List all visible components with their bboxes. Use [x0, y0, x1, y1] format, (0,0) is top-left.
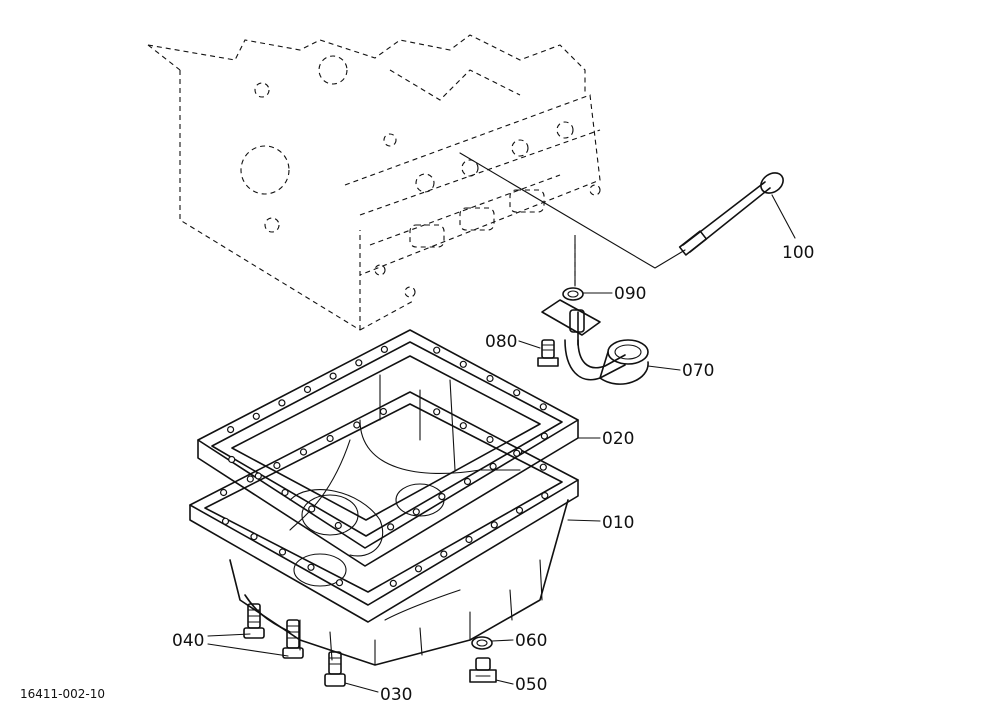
bolt-hole [389, 579, 397, 588]
bolt-hole [459, 422, 467, 430]
bolt-080 [537, 339, 559, 367]
bolt-hole [246, 475, 254, 483]
leader-lines [207, 194, 796, 693]
bolt-hole [254, 472, 262, 480]
bolt-hole [308, 505, 316, 513]
bolt-hole [414, 565, 423, 573]
bolt-hole [412, 508, 420, 516]
label-100: 100 [782, 243, 814, 263]
bolt-hole [355, 359, 363, 367]
label-060: 060 [515, 631, 547, 651]
label-030: 030 [380, 685, 412, 705]
bolt-hole [433, 346, 441, 354]
bolt-hole [433, 408, 441, 416]
bolt-hole [329, 372, 337, 380]
bolt-hole [252, 412, 260, 420]
bolt-hole [335, 579, 344, 587]
bolt-hole [303, 385, 312, 394]
bolt-hole [539, 403, 547, 411]
bolt-hole [438, 493, 446, 501]
bolt-hole [228, 455, 236, 464]
bolt-hole [513, 449, 521, 457]
label-090: 090 [614, 284, 646, 304]
bolt-hole [326, 434, 334, 443]
bolt-hole [307, 563, 315, 571]
bolt-hole [379, 407, 387, 416]
drain-plug [469, 657, 497, 683]
bolt-hole [539, 463, 547, 471]
bolt-040-b [282, 619, 304, 659]
bolt-040-a [243, 603, 265, 639]
label-020: 020 [602, 429, 634, 449]
bolt-hole [278, 548, 287, 556]
bolt-hole [463, 477, 472, 486]
bolt-hole [541, 492, 549, 500]
engine-block-outline [147, 34, 601, 331]
bolt-hole [221, 517, 230, 525]
bolt-hole [380, 345, 388, 353]
bolt-hole [227, 426, 235, 434]
bolt-hole [486, 435, 494, 444]
bolt-hole [281, 488, 289, 497]
label-040: 040 [172, 631, 204, 651]
bolt-hole [299, 448, 308, 456]
label-070: 070 [682, 361, 714, 381]
bolt-hole [465, 535, 473, 544]
bolt-hole [353, 421, 361, 429]
bolt-hole [490, 521, 498, 529]
bolt-hole [220, 488, 228, 497]
oil-pan [189, 374, 579, 666]
label-010: 010 [602, 513, 634, 533]
bolt-hole [250, 533, 258, 541]
bolt-hole [334, 521, 342, 530]
oil-strainer [541, 299, 649, 385]
washer [471, 636, 493, 650]
bolt-hole [273, 461, 281, 470]
bolt-holes [220, 345, 549, 588]
bolt-hole [515, 506, 524, 514]
label-080: 080 [485, 332, 517, 352]
bolt-hole [489, 462, 497, 470]
bolt-hole [278, 399, 286, 407]
drawing-code: 16411-002-10 [20, 687, 105, 701]
bolt-hole [440, 550, 448, 558]
bolt-hole [486, 374, 494, 383]
o-ring [562, 239, 584, 301]
dipstick [459, 152, 784, 269]
bolt-hole [387, 523, 395, 531]
bolt-030 [324, 651, 346, 687]
bolt-hole [540, 432, 549, 440]
label-050: 050 [515, 675, 547, 695]
bolt-hole [513, 389, 521, 397]
bolt-hole [459, 360, 467, 368]
